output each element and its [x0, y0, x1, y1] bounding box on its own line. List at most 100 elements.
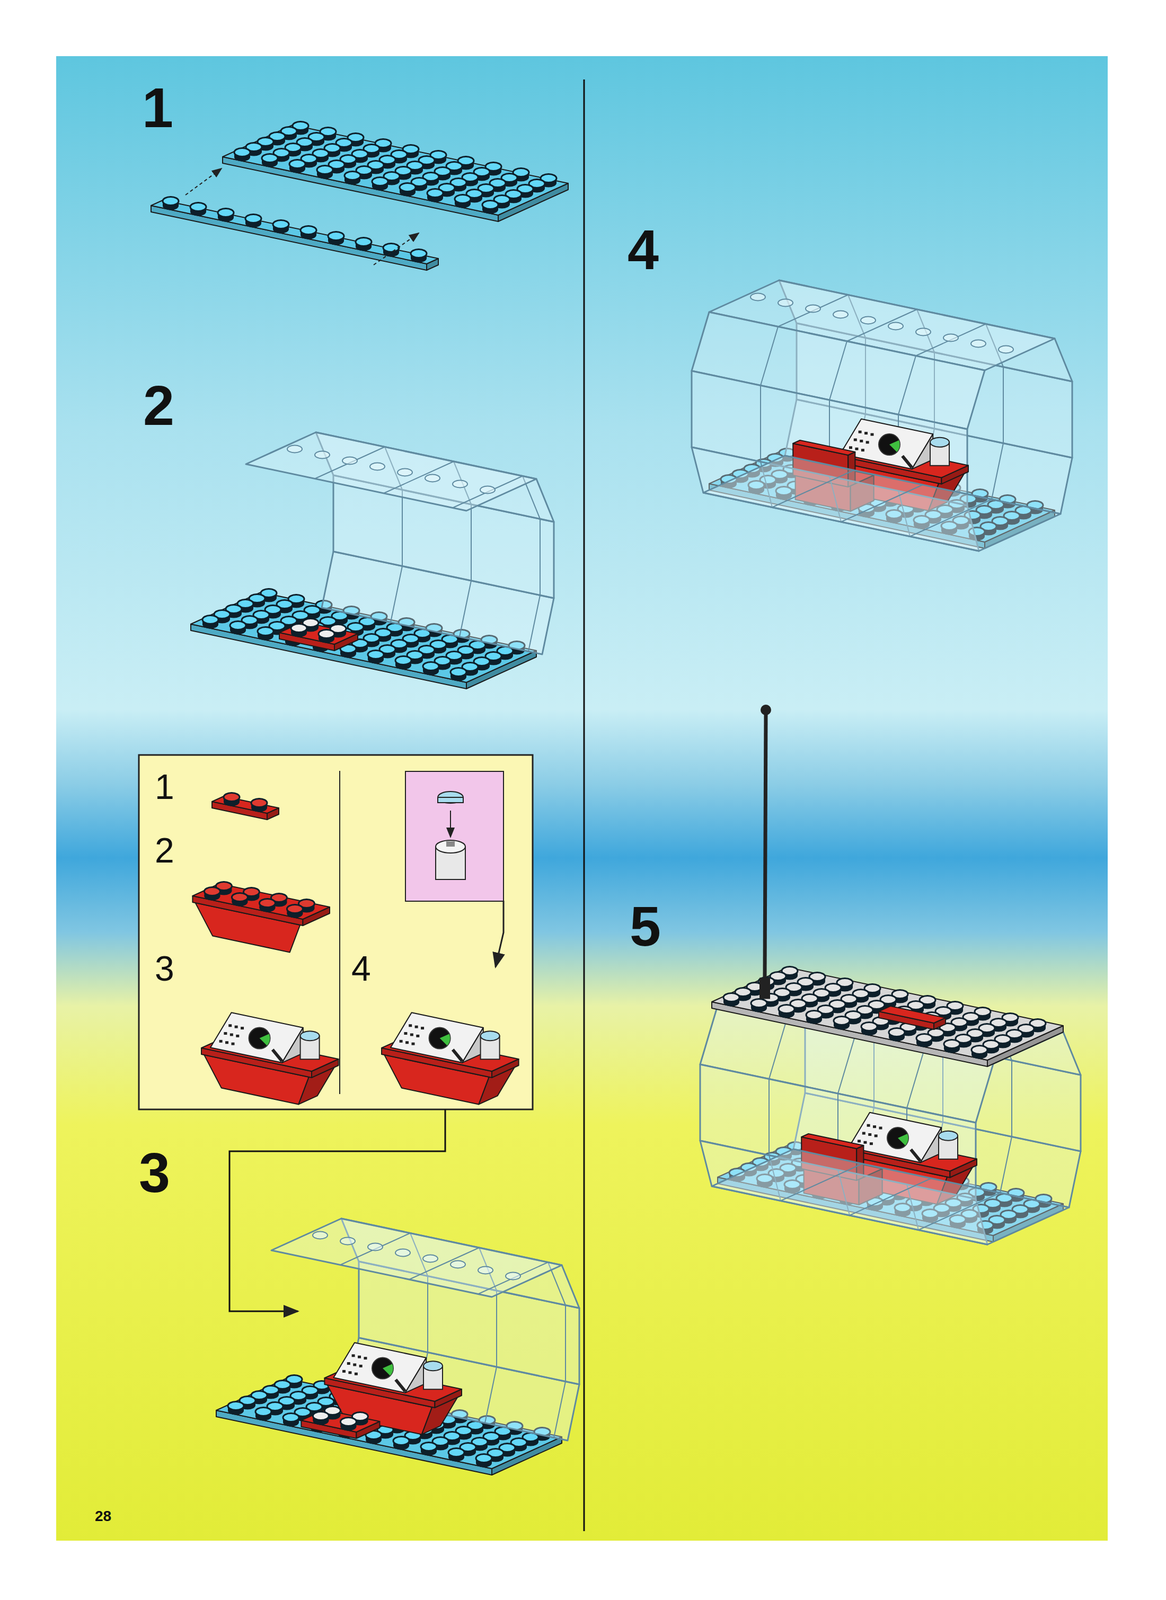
keypad	[414, 1026, 419, 1029]
substep-number: 3	[154, 951, 175, 987]
step-number: 1	[142, 79, 174, 136]
window-stud	[888, 322, 904, 331]
keypad	[219, 1040, 223, 1044]
red-plate	[212, 796, 279, 814]
base-plate-stud	[448, 1449, 465, 1458]
base-plate-stud	[420, 1443, 437, 1452]
step-number: 2	[143, 377, 175, 434]
keypad	[352, 1363, 357, 1367]
roof-stud	[778, 1005, 795, 1014]
keypad	[405, 1041, 409, 1045]
plate-6x10-stud	[316, 165, 333, 175]
assembly-arrow	[185, 168, 222, 196]
plate-6x10	[222, 125, 569, 216]
roof-stud	[751, 999, 767, 1009]
roof-stud	[943, 1040, 960, 1049]
roof-stud	[971, 1046, 988, 1055]
keypad	[408, 1024, 412, 1028]
keypad	[849, 446, 853, 449]
windscreen-rib	[390, 566, 403, 623]
round-plate	[480, 1031, 500, 1041]
cylinder-brick	[435, 840, 466, 854]
keypad	[348, 1371, 352, 1375]
substep-number: 4	[351, 951, 371, 987]
base-plate	[190, 624, 467, 689]
base-plate-stud	[422, 662, 439, 671]
window-stud	[998, 346, 1014, 354]
plate-1x10-stud	[190, 202, 207, 212]
roof-stud	[806, 1011, 823, 1020]
windscreen-rib	[452, 476, 523, 509]
step-number: 5	[629, 898, 661, 955]
roof-stud	[861, 1022, 878, 1032]
keypad	[357, 1356, 361, 1359]
keypad	[228, 1024, 232, 1028]
canopy-back-rib	[837, 1035, 856, 1094]
keypad	[853, 438, 858, 442]
windscreen-rib	[383, 461, 454, 494]
base-plate-stud	[230, 621, 246, 631]
substep-number: 2	[154, 833, 175, 869]
canopy-front	[711, 1149, 1070, 1245]
keypad	[363, 1357, 367, 1360]
round-plate	[437, 791, 464, 804]
keypad	[420, 1027, 424, 1030]
canopy-back-rib	[906, 1049, 925, 1109]
red-stud	[286, 905, 303, 914]
plate-6x10-stud	[372, 177, 388, 187]
radar-screen	[887, 1127, 909, 1150]
substep-number: 1	[154, 769, 175, 805]
keypad	[351, 1354, 356, 1358]
subassembly-panel	[138, 755, 533, 1110]
radar-sweep	[897, 1134, 909, 1146]
keypad	[240, 1027, 244, 1030]
red-plate	[301, 1410, 380, 1433]
keypad	[410, 1033, 414, 1037]
plate-1x10-stud	[245, 214, 262, 224]
window-stud	[422, 1255, 438, 1263]
keypad	[868, 1133, 872, 1137]
seat-back	[792, 440, 855, 456]
window-stud	[480, 486, 496, 494]
keypad	[872, 1125, 877, 1129]
keypad	[864, 431, 868, 435]
window-stud	[860, 316, 876, 325]
plate-6x10-stud	[234, 148, 251, 157]
white-stud	[312, 1412, 329, 1421]
grey-roof	[711, 967, 1064, 1061]
windscreen	[271, 1219, 562, 1298]
keypad	[859, 439, 863, 443]
round-plate	[437, 797, 464, 803]
canopy-back-rib	[1000, 1137, 1012, 1194]
window-stud	[943, 334, 959, 342]
keypad	[874, 1134, 878, 1138]
window-stud	[312, 1232, 328, 1240]
base-plate-stud	[283, 1414, 299, 1423]
keypad	[863, 1141, 867, 1145]
red-stud	[204, 887, 220, 897]
seat-back	[801, 1134, 864, 1150]
lever	[452, 1049, 463, 1062]
plate-1x10	[151, 200, 439, 264]
window-stud	[915, 328, 931, 337]
lever	[395, 1380, 406, 1392]
windscreen-rib	[539, 519, 541, 596]
lever	[911, 1150, 921, 1162]
window-stud	[342, 457, 358, 465]
plate-1x10-stud	[383, 243, 400, 253]
canopy-front-rib	[780, 1164, 863, 1202]
windscreen-rib	[564, 1305, 567, 1383]
window-stud	[833, 311, 848, 319]
windscreen-rib	[496, 1291, 498, 1368]
window-stud	[395, 1249, 411, 1258]
canopy-front-rib	[841, 484, 923, 523]
keypad	[866, 440, 870, 444]
round-plate	[930, 437, 950, 448]
round-plate	[423, 1361, 443, 1372]
base-plate-stud	[475, 1454, 492, 1464]
radar-screen	[372, 1358, 394, 1380]
keypad	[225, 1041, 229, 1045]
plate-1x10-stud	[300, 226, 317, 235]
windscreen-rib	[340, 1233, 411, 1266]
round-plate	[938, 1131, 958, 1142]
